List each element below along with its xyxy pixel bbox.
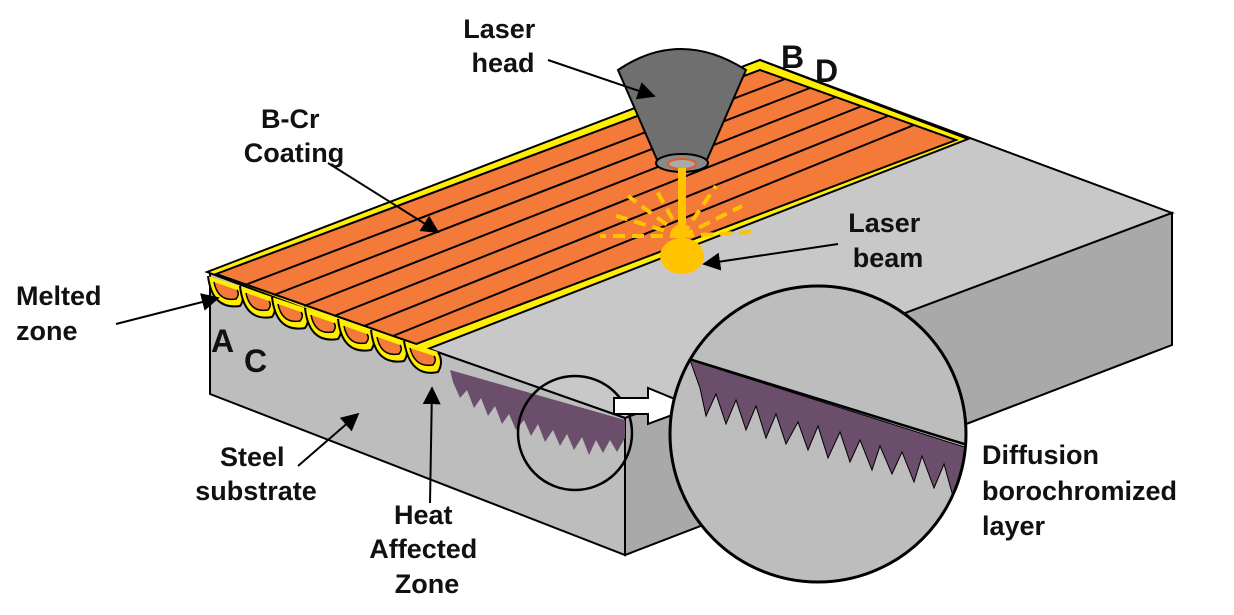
leader-arrows [115, 59, 839, 504]
label-diffusion-layer: Diffusion borochromized layer [982, 440, 1185, 541]
diffusion-zone-small [450, 370, 625, 455]
coating-surface [213, 68, 959, 346]
point-b: B [781, 39, 804, 75]
label-haz: Heat Affected Zone [369, 500, 485, 599]
point-d: D [815, 53, 838, 89]
beam-spot-icon [660, 238, 704, 274]
magnified-view [668, 284, 968, 584]
laser-beam [600, 168, 753, 274]
label-coating: B-Cr Coating [244, 104, 345, 168]
label-steel-substrate: Steel substrate [195, 442, 317, 506]
melt-pool-inner [213, 281, 437, 367]
point-a: A [211, 323, 234, 359]
coating-tracks [204, 58, 971, 374]
point-c: C [244, 343, 267, 379]
label-melted-zone: Melted zone [16, 281, 109, 346]
magnifier-circle-icon [516, 374, 634, 492]
laser-head-icon [616, 48, 748, 173]
label-laser-beam: Laser beam [848, 208, 928, 273]
label-laser-head: Laser head [463, 14, 543, 78]
